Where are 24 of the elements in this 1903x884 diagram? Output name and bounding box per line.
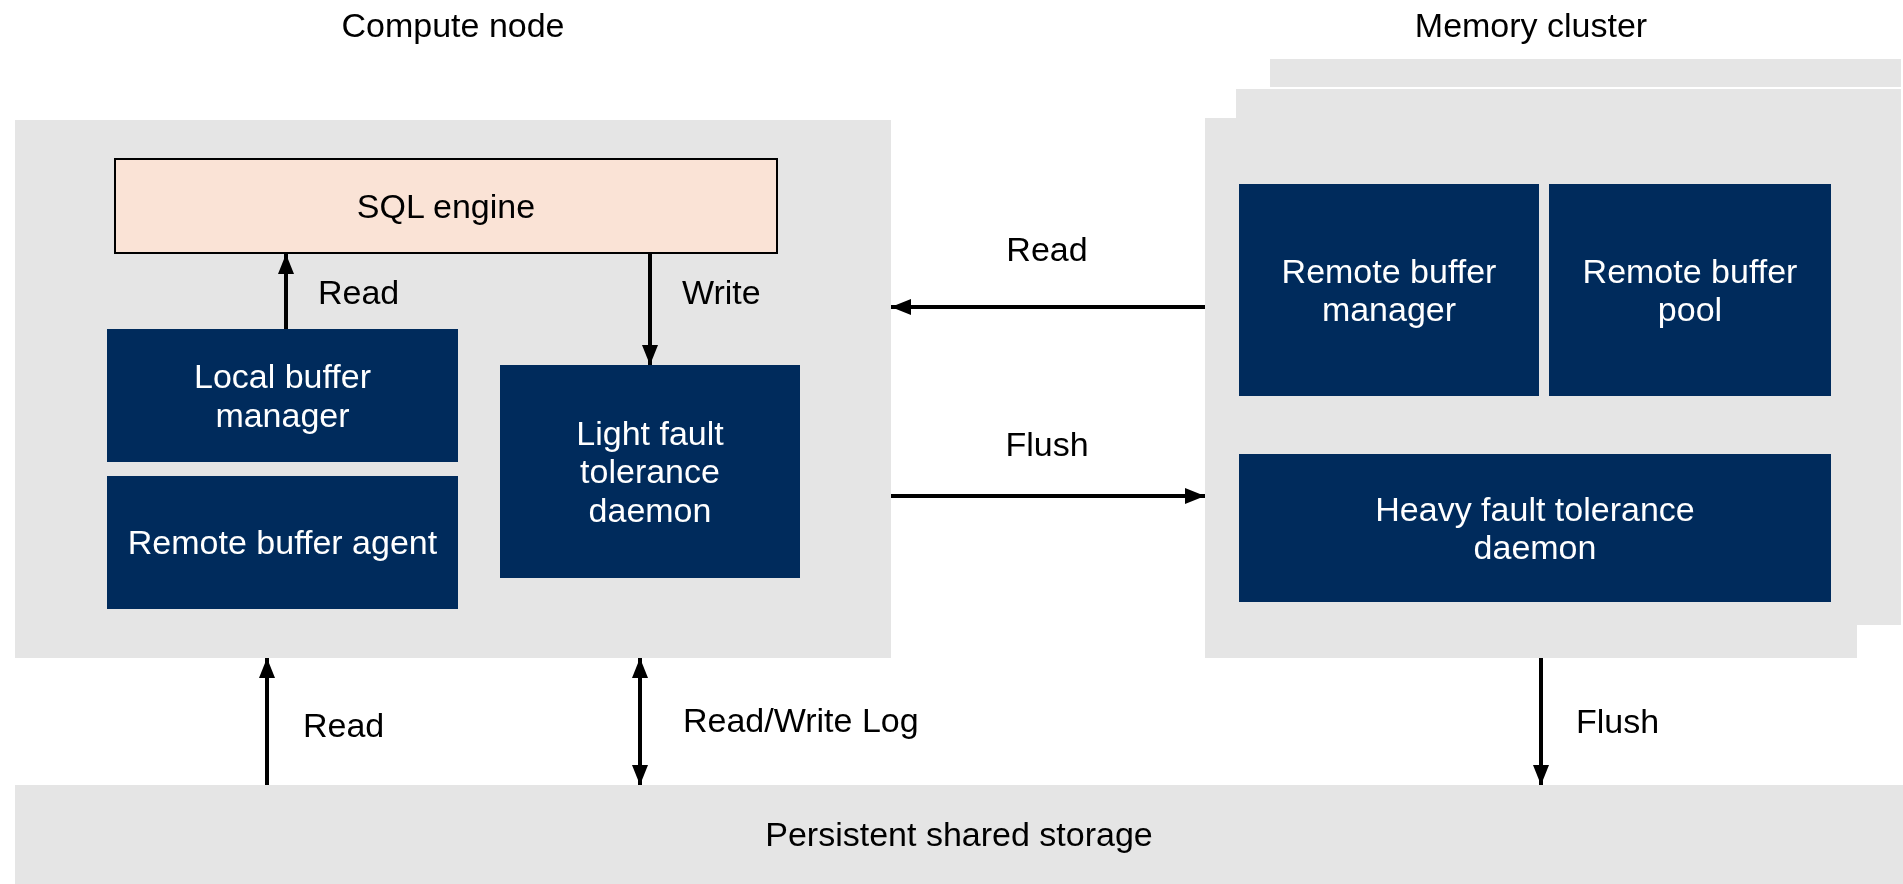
edge-label: Flush	[1576, 702, 1660, 741]
edge-label: Read	[318, 273, 400, 312]
edge-label: Write	[682, 273, 761, 312]
component-box: Heavy fault tolerance daemon	[1239, 454, 1831, 602]
component-box: Remote buffer manager	[1239, 184, 1539, 396]
engine-box: SQL engine	[114, 158, 778, 254]
arrow	[259, 658, 275, 785]
arrow	[632, 658, 648, 785]
storage-bar: Persistent shared storage	[15, 785, 1903, 884]
component-box: Local buffer manager	[107, 329, 458, 462]
arrow	[278, 254, 294, 329]
edge-label: Read	[303, 706, 385, 745]
component-box: Light fault tolerance daemon	[500, 365, 800, 578]
arrow	[642, 254, 658, 365]
component-box: Remote buffer pool	[1549, 184, 1831, 396]
arrow	[891, 488, 1205, 504]
edge-label: Read/Write Log	[683, 701, 919, 740]
component-box: Remote buffer agent	[107, 476, 458, 609]
group-title: Memory cluster	[1414, 6, 1648, 45]
edge-label: Read	[1006, 230, 1088, 269]
edge-label: Flush	[1005, 425, 1089, 464]
arrow	[891, 299, 1205, 315]
arrow	[1533, 658, 1549, 785]
group-title: Compute node	[341, 6, 565, 45]
